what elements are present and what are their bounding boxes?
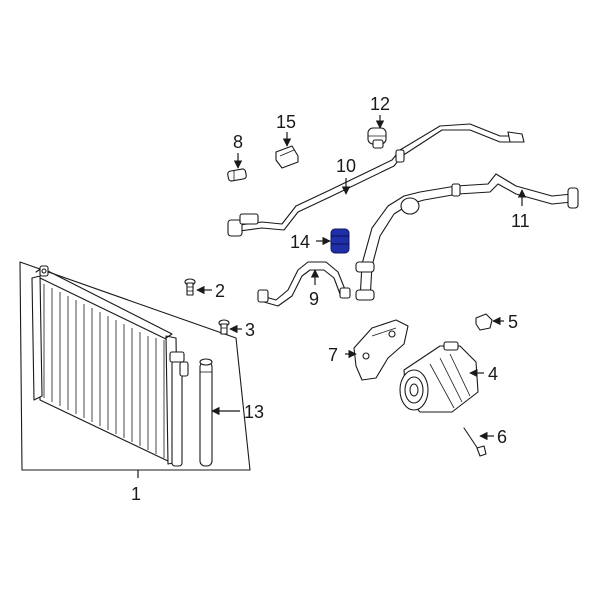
- highlighted-part-cap[interactable]: [330, 228, 350, 254]
- receiver-drier[interactable]: [199, 358, 213, 467]
- condenser[interactable]: [19, 261, 251, 471]
- callout-14: 14: [290, 232, 310, 252]
- callout-5: 5: [508, 312, 518, 332]
- screw[interactable]: [218, 319, 230, 335]
- callout-12: 12: [370, 94, 390, 114]
- plug[interactable]: [475, 313, 493, 331]
- callout-15: 15: [276, 112, 296, 132]
- callout-9: 9: [309, 289, 319, 309]
- callout-3: 3: [245, 320, 255, 340]
- ac-compressor[interactable]: [399, 341, 479, 413]
- long-bolt[interactable]: [463, 427, 487, 457]
- suction-hose[interactable]: [257, 261, 351, 307]
- pressure-switch[interactable]: [367, 127, 387, 149]
- bolt[interactable]: [184, 278, 196, 296]
- callout-10: 10: [336, 156, 356, 176]
- callout-11: 11: [511, 211, 530, 231]
- callout-8: 8: [233, 132, 243, 152]
- service-cap[interactable]: [275, 145, 299, 169]
- callout-4: 4: [488, 364, 498, 384]
- callout-13: 13: [244, 402, 264, 422]
- compressor-bracket[interactable]: [353, 319, 409, 381]
- callout-7: 7: [328, 345, 338, 365]
- callout-2: 2: [215, 281, 225, 301]
- discharge-line[interactable]: [355, 173, 579, 301]
- valve-core[interactable]: [227, 168, 247, 182]
- callout-1: 1: [131, 484, 141, 504]
- callout-6: 6: [497, 427, 507, 447]
- liquid-line[interactable]: [227, 123, 525, 237]
